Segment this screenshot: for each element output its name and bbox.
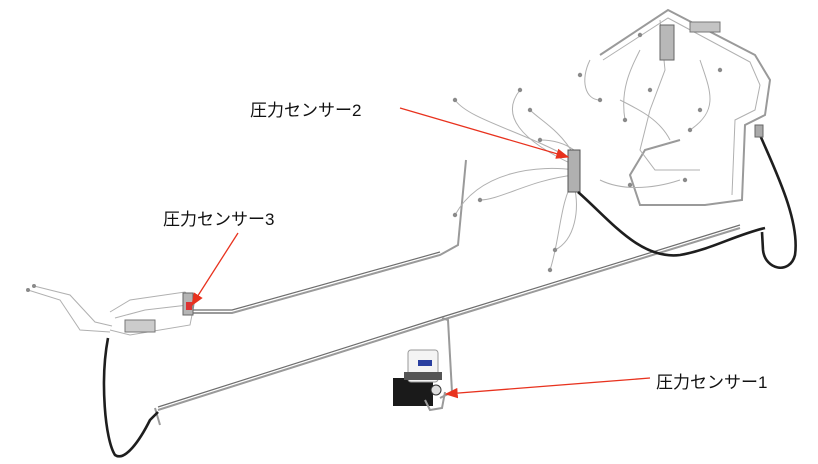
upper-branch-pipe <box>26 159 467 336</box>
main-supply-pipe <box>154 224 741 426</box>
distributor-hose <box>577 191 766 257</box>
upper-right-frame <box>577 8 772 206</box>
right-loop-hose <box>758 134 797 270</box>
label-pressure-sensor-3: 圧力センサー3 <box>163 210 275 229</box>
pressure-sensor-2-block <box>567 149 581 193</box>
label-pressure-sensor-1: 圧力センサー1 <box>656 373 768 392</box>
arrow-sensor-2 <box>399 107 570 159</box>
left-hose <box>102 337 159 458</box>
pressure-sensor-3-block <box>124 292 194 333</box>
arrow-sensor-1 <box>444 377 651 399</box>
lubrication-pump <box>393 349 446 412</box>
central-distributor-wires <box>452 87 581 273</box>
arrow-sensor-3 <box>191 232 239 307</box>
label-pressure-sensor-2: 圧力センサー2 <box>250 101 362 120</box>
